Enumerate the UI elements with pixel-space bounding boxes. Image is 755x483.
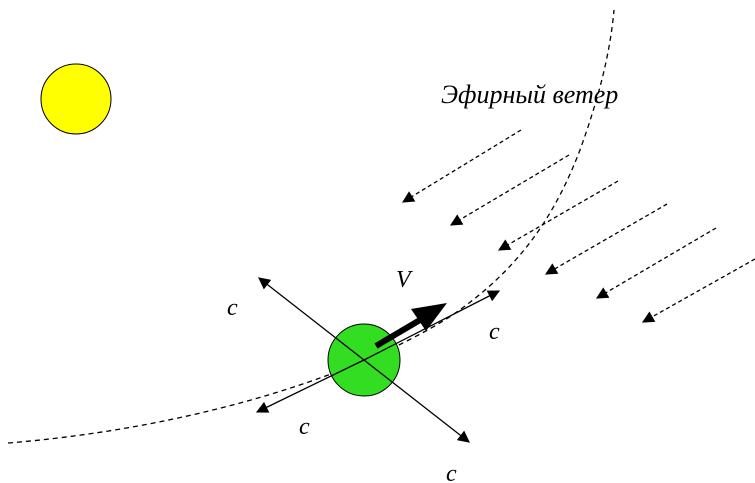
- light-arrow-upper-left: [259, 278, 364, 360]
- light-arrow-upper-right: [364, 291, 499, 360]
- wind-arrow: [597, 228, 716, 298]
- light-arrow-lower-right: [364, 360, 469, 442]
- light-speed-label: c: [299, 414, 310, 440]
- wind-arrow: [451, 155, 569, 225]
- velocity-label: V: [396, 267, 413, 293]
- sun-icon: [41, 64, 111, 134]
- wind-arrow: [403, 130, 521, 202]
- wind-arrow: [546, 204, 667, 274]
- diagram-title: Эфирный ветер: [441, 80, 618, 109]
- wind-arrow: [499, 181, 618, 250]
- light-speed-label: c: [489, 319, 500, 345]
- light-speed-label: c: [227, 295, 238, 321]
- velocity-arrowhead: [411, 303, 447, 331]
- light-speed-label: c: [446, 461, 457, 483]
- wind-arrow: [643, 259, 755, 322]
- ether-wind-arrows: [403, 130, 755, 322]
